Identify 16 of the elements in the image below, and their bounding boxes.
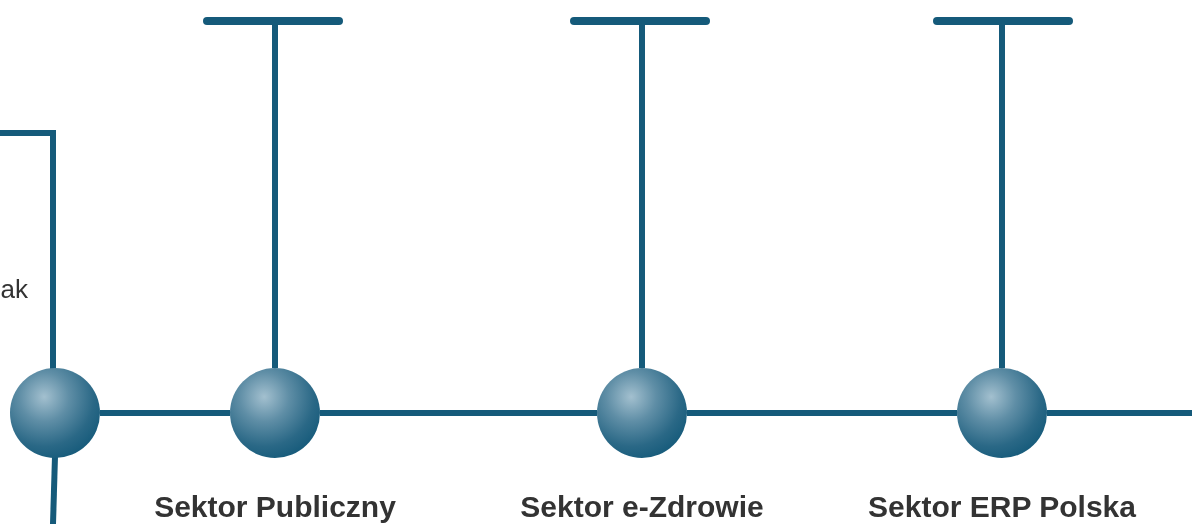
connector-line [639, 25, 645, 368]
connector-line [687, 410, 957, 416]
connector-line [999, 25, 1005, 368]
connector-line [100, 410, 230, 416]
connector-line [50, 455, 58, 524]
connector-line [1047, 410, 1192, 416]
end-bar [203, 17, 343, 25]
connector-line [320, 410, 597, 416]
sector-label: Sektor ERP Polska [868, 490, 1136, 524]
connector-line [272, 25, 278, 368]
end-bar [933, 17, 1073, 25]
sector-label: Sektor e-Zdrowie [520, 490, 764, 524]
cut-off-text: ak [0, 274, 28, 304]
connector-line [0, 130, 56, 370]
sector-label: Sektor Publiczny [154, 490, 396, 524]
end-bar [570, 17, 710, 25]
